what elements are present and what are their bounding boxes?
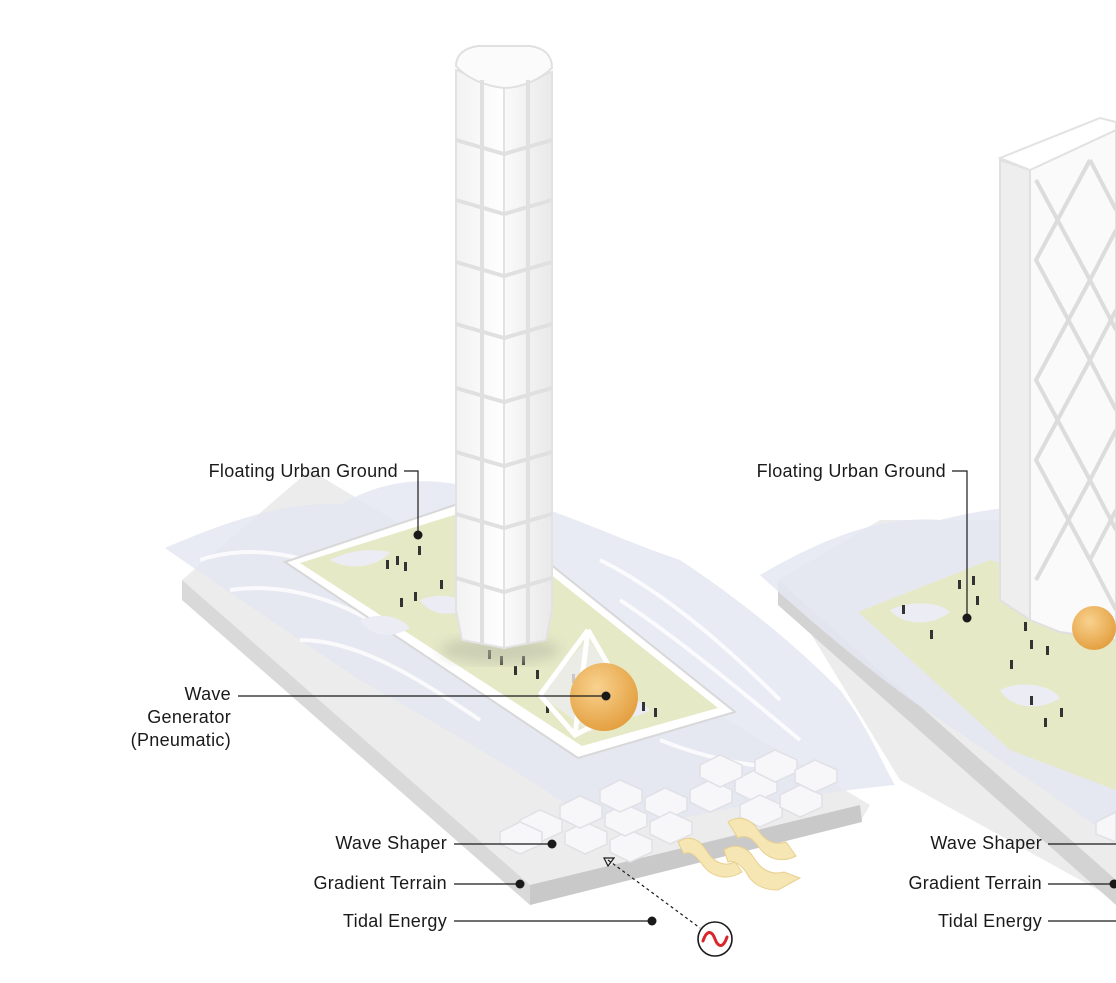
sphere-right bbox=[1072, 606, 1116, 650]
label-wave-shaper: Wave Shaper bbox=[335, 833, 447, 853]
leader-energy-dashed bbox=[607, 859, 701, 929]
label-wave-generator-line2: Generator bbox=[147, 707, 231, 727]
left-model bbox=[165, 45, 895, 905]
label-tidal-energy-right: Tidal Energy bbox=[938, 911, 1042, 931]
label-gradient-terrain-right: Gradient Terrain bbox=[908, 873, 1042, 893]
leader-floating-urban-ground bbox=[404, 470, 419, 535]
tower-right-side bbox=[999, 158, 1031, 622]
people-figures-right bbox=[902, 576, 1063, 727]
label-wave-generator-line3: (Pneumatic) bbox=[130, 730, 231, 750]
wave-shaper-hexes bbox=[499, 749, 838, 863]
tidal-energy-symbol-icon bbox=[697, 921, 733, 957]
arrow-triangle-marker bbox=[603, 857, 616, 868]
leader-floating-urban-ground-right bbox=[952, 470, 968, 618]
ground-water-patches-right bbox=[890, 603, 1060, 707]
tower-right-top bbox=[997, 116, 1116, 172]
wave-arrow-icon bbox=[677, 817, 802, 891]
right-model bbox=[760, 116, 1116, 905]
water-ripple bbox=[199, 549, 831, 772]
tower-top bbox=[454, 45, 554, 90]
tower-grid bbox=[455, 80, 553, 644]
diagrid-pattern bbox=[1033, 159, 1116, 611]
label-floating-urban-ground: Floating Urban Ground bbox=[208, 461, 398, 481]
terrain-left-side bbox=[182, 580, 530, 905]
label-wave-generator: Wave Generator (Pneumatic) bbox=[131, 683, 231, 752]
tower-right bbox=[997, 116, 1116, 650]
label-gradient-terrain: Gradient Terrain bbox=[313, 873, 447, 893]
leader-lines bbox=[238, 470, 1116, 929]
tower-left bbox=[454, 45, 554, 650]
label-wave-shaper-right: Wave Shaper bbox=[930, 833, 1042, 853]
label-wave-generator-line1: Wave bbox=[184, 684, 231, 704]
leader-dots bbox=[413, 530, 1116, 926]
label-floating-urban-ground-right: Floating Urban Ground bbox=[756, 461, 946, 481]
label-tidal-energy: Tidal Energy bbox=[343, 911, 447, 931]
hex-right bbox=[1095, 811, 1116, 843]
